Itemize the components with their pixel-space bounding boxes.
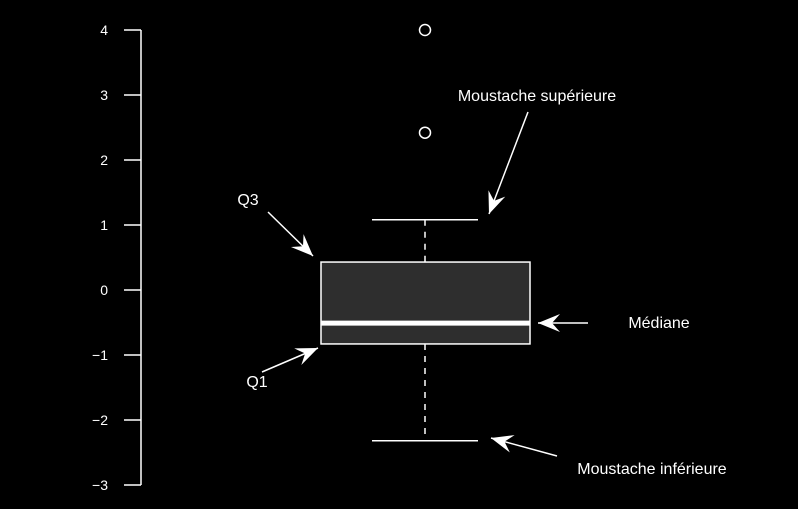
label-lower-whisker: Moustache inférieure [577,461,727,478]
label-upper-whisker: Moustache supérieure [458,88,616,105]
plot-area [320,23,531,442]
arrow-q3-head [290,234,313,256]
annotations: Moustache supérieure Q3 Médiane Q1 Moust… [237,88,726,478]
arrow-upper-whisker-head [488,190,506,214]
y-tick-label: 2 [100,152,108,168]
y-tick-label: −2 [92,412,108,428]
y-tick-label: 4 [100,22,108,38]
outlier-point [418,126,432,139]
y-tick-label: 1 [100,217,108,233]
arrow-q1-head [294,348,318,365]
y-tick-label: 3 [100,87,108,103]
outlier-point [418,23,432,37]
y-axis: −3 −2 −1 0 1 2 3 4 [92,22,142,493]
arrow-lower-whisker-head [491,435,515,453]
label-q1: Q1 [246,374,267,391]
label-median: Médiane [628,315,689,332]
box-iqr [320,261,531,345]
y-tick-label: 0 [100,282,108,298]
y-tick-label: −1 [92,347,108,363]
arrow-median-head [538,314,560,332]
y-tick-label: −3 [92,477,108,493]
label-q3: Q3 [237,192,258,209]
arrow-upper-whisker-line [488,111,529,215]
